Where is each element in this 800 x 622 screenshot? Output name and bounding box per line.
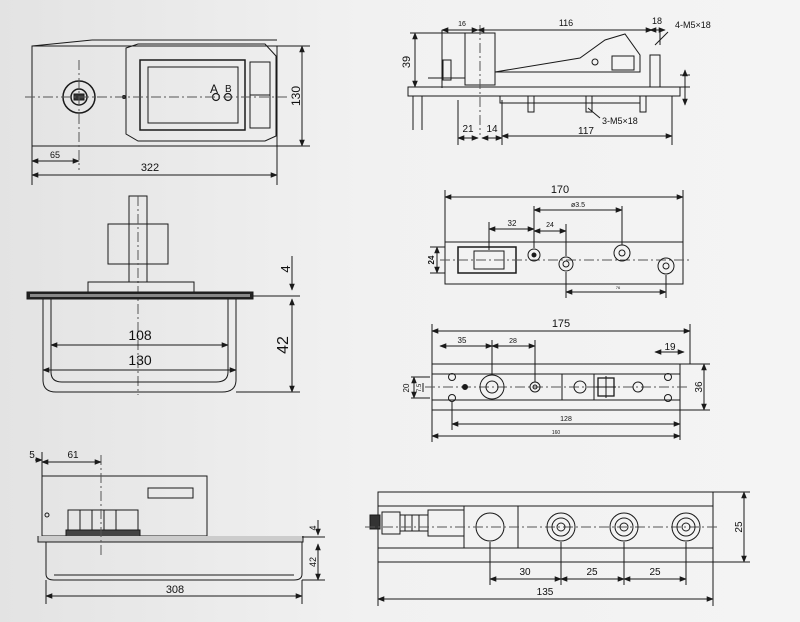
arm-plate xyxy=(407,86,681,97)
spring-housing xyxy=(125,43,277,142)
dim-hole-dia: ø3.5 xyxy=(571,202,585,209)
dim-135: 135 xyxy=(537,587,554,598)
dim-14: 14 xyxy=(486,124,498,135)
plate-1-outline xyxy=(444,241,684,285)
dim-30: 30 xyxy=(519,567,531,578)
dim-128: 128 xyxy=(560,416,572,423)
dim-28: 28 xyxy=(509,338,517,345)
thread-top: 4-M5×18 xyxy=(675,20,711,30)
label-a: A xyxy=(210,82,218,96)
dim-36: 36 xyxy=(694,381,705,393)
side-body xyxy=(41,475,208,537)
dim-24-h: 24 xyxy=(546,222,554,229)
arm-body xyxy=(494,33,641,73)
dim-4-front: 4 xyxy=(278,265,293,272)
dim-4-side: 4 xyxy=(308,525,318,530)
dim-175: 175 xyxy=(552,318,570,330)
side-view xyxy=(35,452,325,604)
dim-117: 117 xyxy=(578,126,594,137)
dim-108: 108 xyxy=(128,327,152,343)
dim-61: 61 xyxy=(67,450,79,461)
dim-35: 35 xyxy=(458,336,467,345)
dim-42-front: 42 xyxy=(275,336,292,354)
dim-16: 16 xyxy=(458,21,466,28)
dim-18-arm: 18 xyxy=(652,16,662,26)
dim-20: 20 xyxy=(402,383,411,392)
side-box xyxy=(45,542,303,581)
dim-25-height: 25 xyxy=(734,521,745,533)
dim-322: 322 xyxy=(141,162,159,174)
body-outline xyxy=(31,45,278,147)
label-b: B xyxy=(225,84,232,95)
plate-2-view xyxy=(411,324,710,442)
front-section-view xyxy=(26,195,300,395)
body-section xyxy=(42,299,237,393)
plate-1-view xyxy=(430,190,690,298)
dim-130-front: 130 xyxy=(128,352,152,368)
dim-5: 5 xyxy=(29,450,35,461)
dim-25-b: 25 xyxy=(649,567,661,578)
dim-19: 19 xyxy=(664,342,676,353)
dim-160: 160 xyxy=(552,430,561,436)
dim-308: 308 xyxy=(166,584,184,596)
dim-32: 32 xyxy=(508,219,517,228)
dim-170: 170 xyxy=(551,184,569,196)
side-cover-plate xyxy=(37,536,304,543)
dim-42-side: 42 xyxy=(308,557,318,567)
spring-block xyxy=(139,59,246,131)
dim-76: 76 xyxy=(616,285,621,290)
dim-24-v: 24 xyxy=(427,255,436,264)
dim-39: 39 xyxy=(401,56,413,68)
dim-21: 21 xyxy=(462,124,474,135)
dim-116: 116 xyxy=(559,18,573,28)
dim-65: 65 xyxy=(50,150,60,160)
dim-130-top: 130 xyxy=(289,86,303,106)
plate-3-view xyxy=(365,491,750,606)
thread-bottom: 3-M5×18 xyxy=(602,116,638,126)
plate-1-hole xyxy=(613,244,631,262)
dim-25-a: 25 xyxy=(586,567,598,578)
dim-7-5: 7.5 xyxy=(417,383,423,392)
top-body-view xyxy=(25,39,310,185)
arm-side-view xyxy=(407,25,690,145)
